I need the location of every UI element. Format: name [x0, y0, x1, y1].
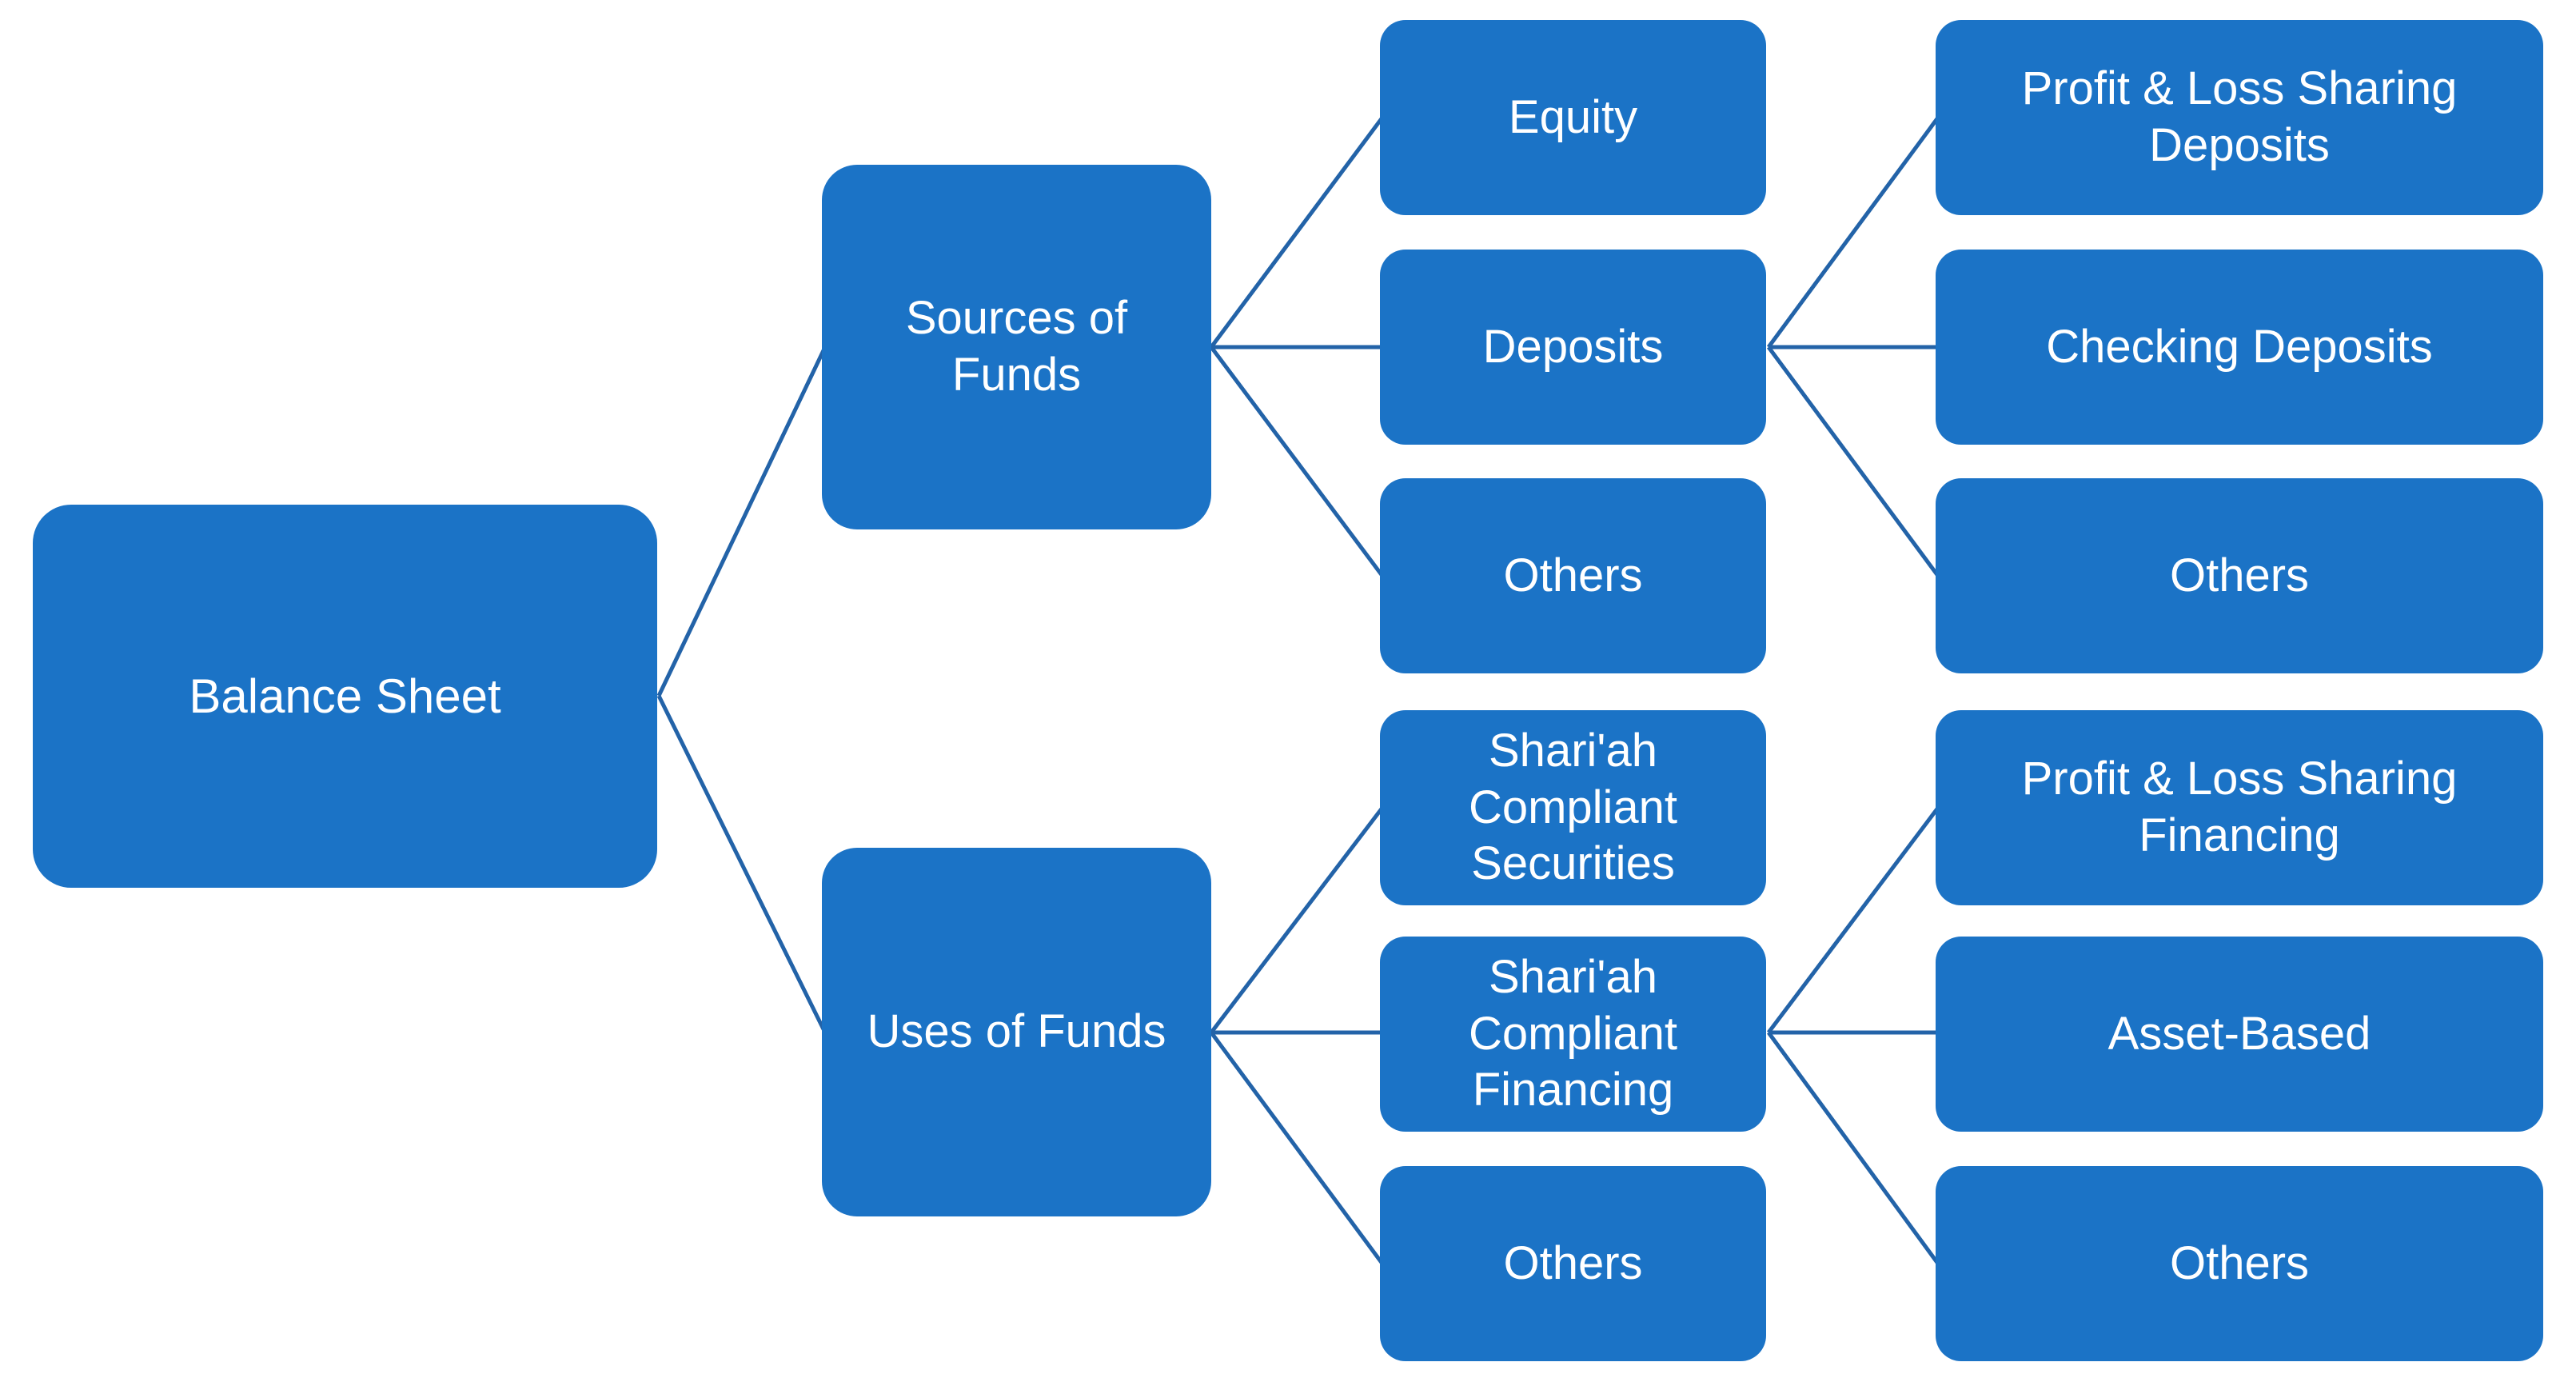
node-pls-financing-label: Profit & Loss Sharing Financing	[2021, 753, 2458, 861]
node-equity: Equity	[1380, 20, 1766, 215]
node-balance-sheet: Balance Sheet	[33, 505, 657, 888]
node-scf-others-label: Others	[2169, 1236, 2310, 1289]
node-uses-of-funds-label: Uses of Funds	[867, 1005, 1166, 1058]
node-pls-deposits-label: Profit & Loss Sharing Deposits	[2021, 62, 2458, 171]
node-deposits: Deposits	[1380, 250, 1766, 445]
node-deposits-others: Others	[1936, 478, 2543, 673]
node-shariah-compliant-securities: Shari'ah Compliant Securities	[1380, 710, 1766, 905]
node-deposits-others-label: Others	[2169, 549, 2310, 601]
node-equity-label: Equity	[1508, 90, 1638, 143]
node-sources-of-funds: Sources of Funds	[822, 165, 1211, 529]
node-scf-others: Others	[1936, 1166, 2543, 1361]
connector-sources-equity	[1209, 116, 1385, 349]
node-uses-of-funds: Uses of Funds	[822, 848, 1211, 1216]
node-deposits-label: Deposits	[1482, 320, 1664, 373]
connector-deposits-pls-deposits	[1766, 116, 1940, 349]
node-shariah-compliant-financing: Shari'ah Compliant Financing	[1380, 937, 1766, 1132]
connector-deposits-others	[1766, 346, 1940, 577]
node-pls-deposits: Profit & Loss Sharing Deposits	[1936, 20, 2543, 215]
connector-root-sources	[656, 346, 827, 697]
node-checking-deposits: Checking Deposits	[1936, 250, 2543, 445]
node-sources-others: Others	[1380, 478, 1766, 673]
node-asset-based: Asset-Based	[1936, 937, 2543, 1132]
connector-root-uses	[656, 694, 827, 1034]
node-uses-others-label: Others	[1503, 1236, 1643, 1289]
node-sources-of-funds-label: Sources of Funds	[905, 292, 1128, 401]
node-pls-financing: Profit & Loss Sharing Financing	[1936, 710, 2543, 905]
connector-uses-scs	[1210, 806, 1384, 1034]
connector-scf-pls-financing	[1767, 806, 1940, 1034]
node-asset-based-label: Asset-Based	[2107, 1007, 2371, 1060]
node-sources-others-label: Others	[1503, 549, 1643, 601]
node-shariah-compliant-financing-label: Shari'ah Compliant Financing	[1468, 950, 1678, 1116]
connector-uses-others	[1209, 1031, 1385, 1265]
connector-scf-others	[1766, 1031, 1940, 1265]
node-balance-sheet-label: Balance Sheet	[189, 669, 501, 723]
node-checking-deposits-label: Checking Deposits	[2046, 320, 2433, 373]
node-shariah-compliant-securities-label: Shari'ah Compliant Securities	[1468, 724, 1678, 890]
connector-sources-others	[1209, 346, 1385, 577]
node-uses-others: Others	[1380, 1166, 1766, 1361]
